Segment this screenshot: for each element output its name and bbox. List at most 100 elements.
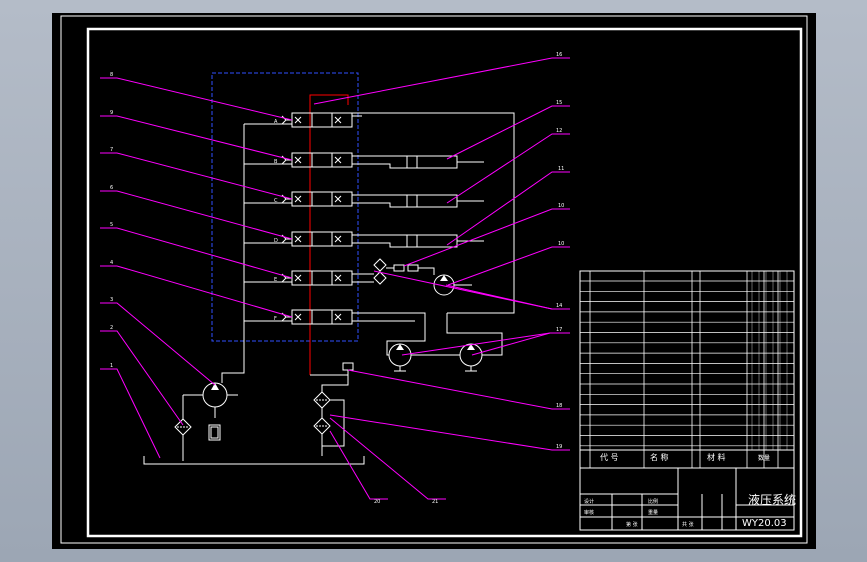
- suction-filter: [174, 394, 203, 461]
- valve-label: D: [274, 238, 278, 244]
- leader-line: [313, 57, 570, 105]
- drawing-title: 液压系统: [748, 492, 796, 507]
- leader-line: [329, 414, 570, 451]
- pressure-line: [309, 94, 349, 375]
- header-code: 代 号: [600, 452, 619, 462]
- leader-line: [329, 417, 446, 500]
- parts-list: [579, 270, 795, 469]
- header-material: 材 料: [707, 452, 726, 462]
- title-block: 液压系统 WY20.03 设计 审核 比例 重量 共 张 第 张: [579, 467, 796, 531]
- leader-line: [445, 284, 570, 310]
- cyl-2-cap-pipe: [352, 202, 407, 208]
- parts-list-header: 代 号 名 称 材 料 数量: [600, 452, 770, 462]
- leader-line: [446, 171, 570, 246]
- balloon-left: 8: [110, 72, 113, 78]
- parts-list-frame: [579, 270, 795, 469]
- balloon-left: 2: [110, 325, 113, 331]
- cyl-3-cap-pipe: [352, 242, 407, 248]
- balloon-left: 4: [110, 260, 113, 266]
- balloon-left: 6: [110, 185, 113, 191]
- leader-line: [100, 115, 293, 161]
- leader-line: [100, 190, 293, 240]
- header-qty: 数量: [758, 454, 770, 462]
- balloon-right: 21: [432, 499, 438, 505]
- balloon-right: 18: [556, 403, 562, 409]
- leader-line: [329, 430, 388, 500]
- leader-line: [100, 227, 293, 279]
- leader-line: [100, 330, 184, 426]
- leader-line: [471, 332, 551, 356]
- return-filters: [313, 362, 354, 456]
- check-valves: [373, 258, 419, 285]
- balloon-left: 1: [110, 363, 113, 369]
- balloon-right: 15: [556, 100, 562, 106]
- leader-line: [447, 246, 570, 286]
- hydraulic-drawing: A B C D E F: [60, 15, 808, 544]
- main-pump: [202, 382, 238, 441]
- directional-valve-2: B: [244, 152, 362, 168]
- balloon-right: 12: [556, 128, 562, 134]
- valve-label: F: [274, 316, 277, 322]
- pipes: [221, 112, 515, 383]
- pressure-to-filter: [310, 370, 349, 376]
- leader-lines: [100, 57, 570, 500]
- oil-tank: [143, 456, 365, 465]
- cyl-1-cap-pipe: [352, 163, 407, 169]
- inner-border: [86, 27, 803, 538]
- header-name: 名 称: [650, 452, 669, 462]
- hydraulic-motor-lower-right: [459, 343, 483, 372]
- outer-return-pipe: [352, 112, 515, 314]
- directional-valves: A B C D E F: [244, 112, 362, 325]
- balloon-left: 3: [110, 297, 113, 303]
- balloon-right: 11: [558, 166, 564, 172]
- motor-link: [418, 267, 435, 275]
- valve-label: B: [274, 159, 278, 165]
- outer-border: [60, 15, 808, 544]
- cylinder-3: [406, 234, 484, 248]
- balloon-left: 9: [110, 110, 113, 116]
- balloon-right: 19: [556, 444, 562, 450]
- valve-bank-enclosure: [211, 72, 359, 342]
- leader-line: [100, 302, 216, 386]
- sheet-number: 第 张: [626, 521, 638, 528]
- cylinder-2: [406, 194, 484, 208]
- balloon-right: 16: [556, 52, 562, 58]
- scale-label: 比例: [648, 498, 658, 505]
- directional-valve-3: C: [244, 191, 362, 207]
- directional-valve-4: D: [244, 231, 362, 247]
- hydraulic-motor-lower-left: [388, 343, 412, 372]
- cylinder-1: [406, 155, 484, 169]
- leader-line: [401, 332, 570, 356]
- drawing-number: WY20.03: [742, 518, 787, 529]
- leader-line: [100, 368, 161, 459]
- leader-line: [347, 369, 570, 410]
- balloon-right: 20: [374, 499, 380, 505]
- designer-label: 设计: [584, 498, 594, 505]
- lower-motor-b: [446, 313, 503, 356]
- checker-label: 审核: [584, 509, 594, 516]
- cylinders: [406, 155, 484, 248]
- balloon-right: 10: [558, 241, 564, 247]
- valve-label: E: [274, 277, 277, 283]
- directional-valve-1: A: [244, 112, 362, 128]
- return-to-pump: [221, 321, 245, 383]
- balloon-right: 10: [558, 203, 564, 209]
- balloon-left: 5: [110, 222, 113, 228]
- directional-valve-5: E: [244, 270, 362, 286]
- weight-label: 重量: [648, 509, 658, 516]
- balloon-right: 14: [556, 303, 562, 309]
- leader-line: [446, 133, 570, 204]
- leader-line: [403, 208, 570, 267]
- balloon-left: 7: [110, 147, 113, 153]
- valve-label: C: [274, 198, 278, 204]
- sheet-count: 共 张: [682, 521, 694, 528]
- balloon-right: 17: [556, 327, 562, 333]
- lower-motor-a: [352, 312, 426, 356]
- valve-label: A: [274, 119, 278, 125]
- leader-line: [100, 77, 293, 121]
- directional-valve-6: F: [244, 309, 362, 325]
- leader-line: [100, 265, 293, 318]
- leader-line: [100, 152, 293, 200]
- leader-line: [446, 105, 570, 160]
